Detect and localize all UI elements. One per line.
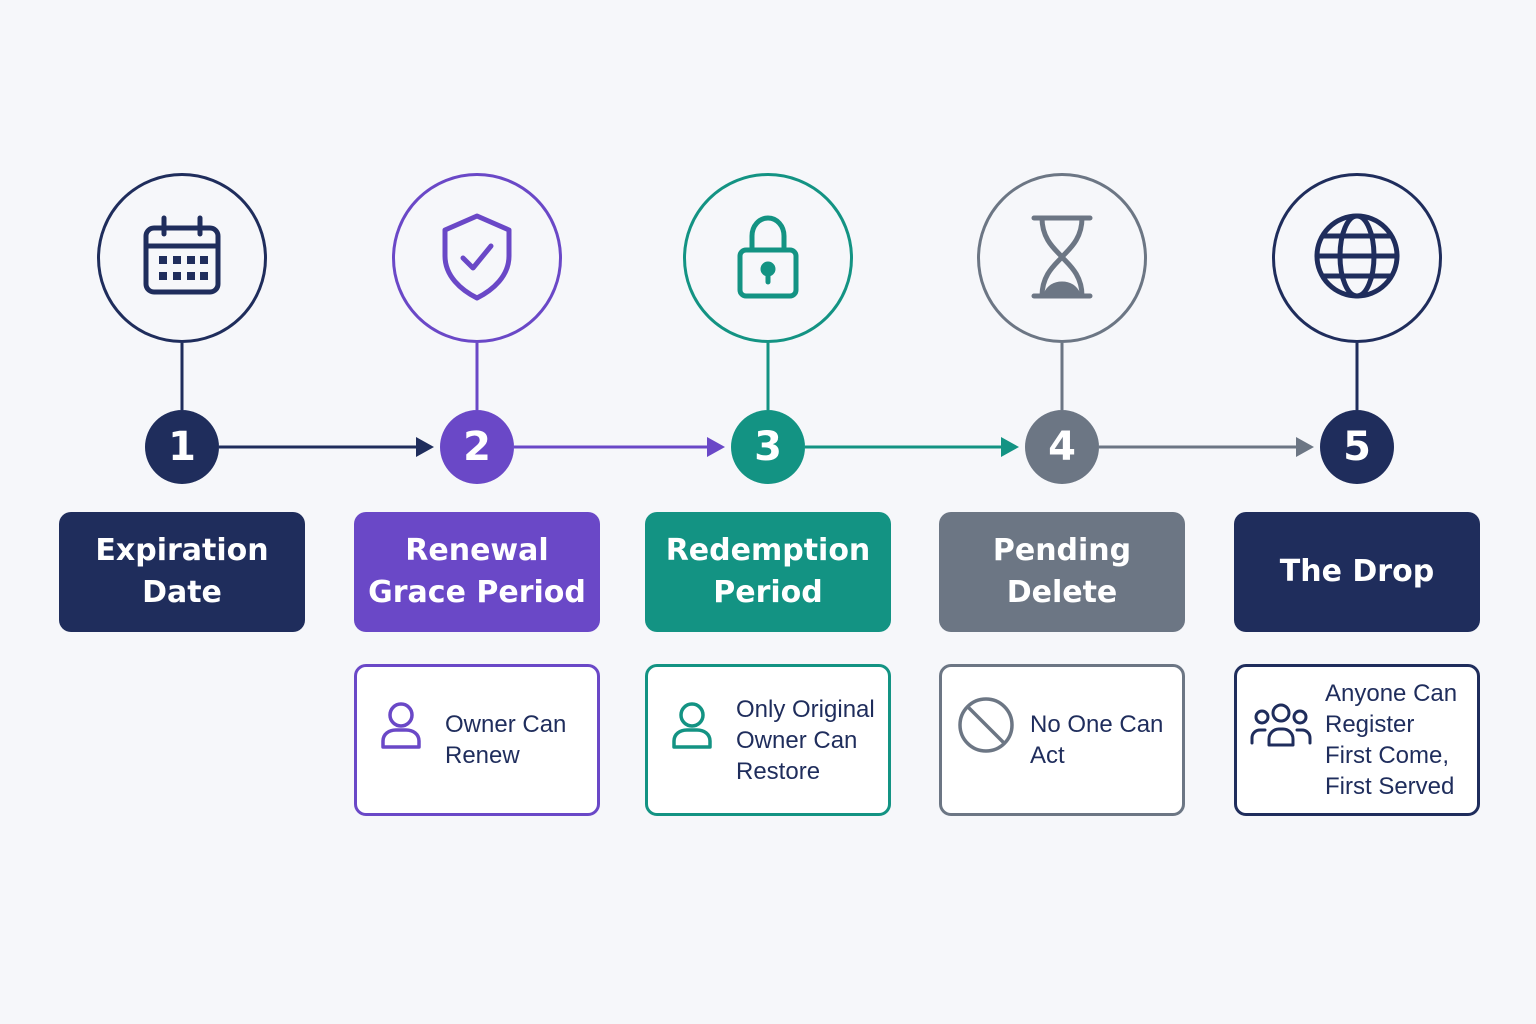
shield-check-icon bbox=[427, 206, 527, 310]
hourglass-icon bbox=[1012, 206, 1112, 310]
stage-1-label-box: Expiration Date bbox=[59, 512, 305, 632]
padlock-icon bbox=[718, 206, 818, 310]
globe-icon bbox=[1307, 206, 1407, 310]
person-icon bbox=[660, 693, 724, 757]
stage-2-card-text: Owner Can Renew bbox=[445, 711, 567, 769]
stage-1-icon-circle bbox=[97, 173, 267, 343]
stage-1-number-badge: 1 bbox=[145, 410, 219, 484]
stage-2-icon-circle bbox=[392, 173, 562, 343]
stage-4-label-box: Pending Delete bbox=[939, 512, 1185, 632]
stage-5-info-card: Anyone Can Register First Come, First Se… bbox=[1234, 664, 1480, 816]
stage-5-number-badge: 5 bbox=[1320, 410, 1394, 484]
stage-2-number-badge: 2 bbox=[440, 410, 514, 484]
arrow-4-head bbox=[1296, 437, 1314, 457]
stage-2-label-box: Renewal Grace Period bbox=[354, 512, 600, 632]
person-icon bbox=[369, 693, 433, 757]
stage-2-info-card: Owner Can Renew bbox=[354, 664, 600, 816]
arrow-1-head bbox=[416, 437, 434, 457]
stage-5-title: The Drop bbox=[1279, 554, 1435, 589]
stage-3-label-box: Redemption Period bbox=[645, 512, 891, 632]
stage-3-title: Redemption Period bbox=[665, 533, 871, 610]
stage-2-title: Renewal Grace Period bbox=[368, 533, 586, 610]
arrow-3-head bbox=[1001, 437, 1019, 457]
calendar-icon bbox=[132, 206, 232, 310]
stage-5-label-box: The Drop bbox=[1234, 512, 1480, 632]
stage-1-title: Expiration Date bbox=[95, 533, 269, 610]
stage-4-card-text: No One Can Act bbox=[1030, 711, 1164, 769]
group-icon bbox=[1249, 693, 1313, 757]
stage-4-icon-circle bbox=[977, 173, 1147, 343]
stage-3-card-text: Only Original Owner Can Restore bbox=[736, 695, 875, 785]
stage-5-card-text: Anyone Can Register First Come, First Se… bbox=[1325, 680, 1458, 800]
stage-3-icon-circle bbox=[683, 173, 853, 343]
arrow-2-head bbox=[707, 437, 725, 457]
stage-3-number-badge: 3 bbox=[731, 410, 805, 484]
stage-4-title: Pending Delete bbox=[992, 533, 1132, 610]
prohibited-icon bbox=[954, 693, 1018, 757]
stage-3-info-card: Only Original Owner Can Restore bbox=[645, 664, 891, 816]
stage-4-info-card: No One Can Act bbox=[939, 664, 1185, 816]
stage-5-icon-circle bbox=[1272, 173, 1442, 343]
stage-4-number-badge: 4 bbox=[1025, 410, 1099, 484]
